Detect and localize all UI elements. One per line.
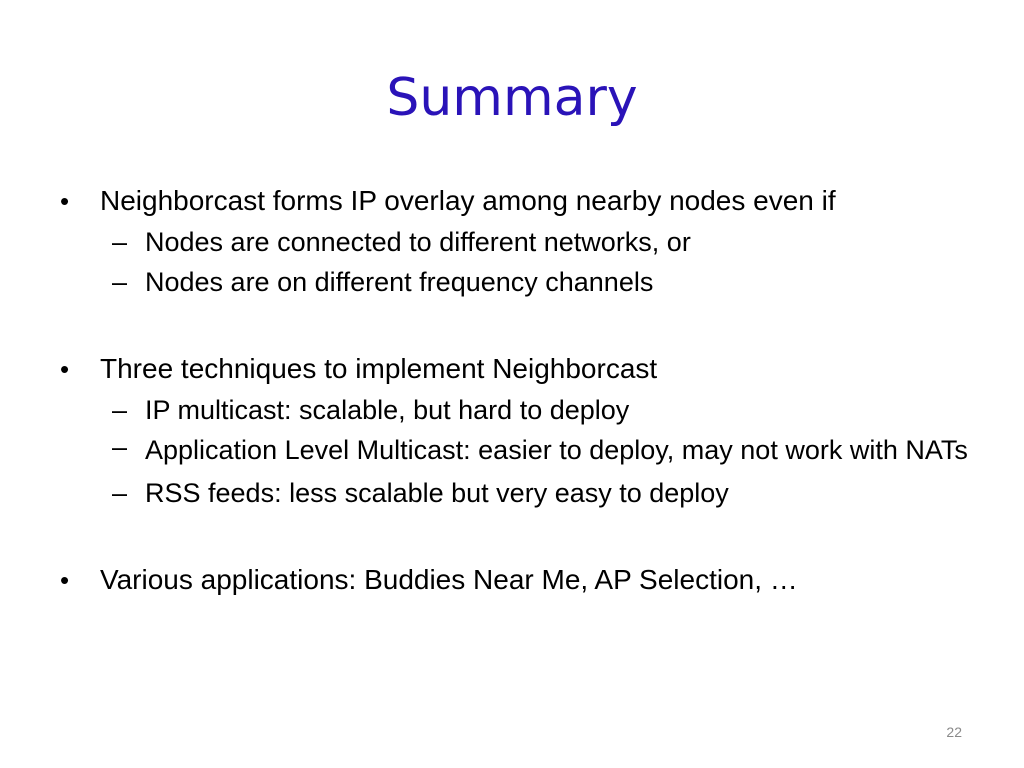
sub-bullet-text: Nodes are connected to different network…	[145, 227, 691, 257]
bullet-marker: •	[60, 186, 70, 216]
sub-bullet-marker: –	[112, 395, 128, 425]
sub-bullet-item: – RSS feeds: less scalable but very easy…	[60, 473, 980, 513]
slide-body: • Neighborcast forms IP overlay among ne…	[60, 180, 980, 601]
spacer	[60, 513, 980, 559]
sub-bullet-marker: –	[112, 432, 128, 462]
spacer	[60, 302, 980, 348]
bullet-item: • Various applications: Buddies Near Me,…	[60, 559, 980, 601]
bullet-item: • Three techniques to implement Neighbor…	[60, 348, 980, 390]
bullet-text: Neighborcast forms IP overlay among near…	[100, 185, 836, 216]
sub-bullet-item: – IP multicast: scalable, but hard to de…	[60, 390, 980, 430]
bullet-marker: •	[60, 565, 70, 595]
sub-bullet-marker: –	[112, 267, 128, 297]
slide-title: Summary	[386, 68, 638, 128]
bullet-marker: •	[60, 354, 70, 384]
sub-bullet-marker: –	[112, 227, 128, 257]
sub-bullet-marker: –	[112, 478, 128, 508]
sub-bullet-item: – Nodes are on different frequency chann…	[60, 262, 980, 302]
sub-bullet-text: RSS feeds: less scalable but very easy t…	[145, 478, 729, 508]
bullet-text: Three techniques to implement Neighborca…	[100, 353, 658, 384]
sub-bullet-text: Application Level Multicast: easier to d…	[145, 435, 968, 465]
sub-bullet-item: – Nodes are connected to different netwo…	[60, 222, 980, 262]
page-number: 22	[946, 724, 962, 740]
sub-bullet-text: Nodes are on different frequency channel…	[145, 267, 654, 297]
bullet-text: Various applications: Buddies Near Me, A…	[100, 564, 798, 595]
bullet-item: • Neighborcast forms IP overlay among ne…	[60, 180, 980, 222]
sub-bullet-text: IP multicast: scalable, but hard to depl…	[145, 395, 630, 425]
sub-bullet-item: – Application Level Multicast: easier to…	[60, 430, 980, 473]
